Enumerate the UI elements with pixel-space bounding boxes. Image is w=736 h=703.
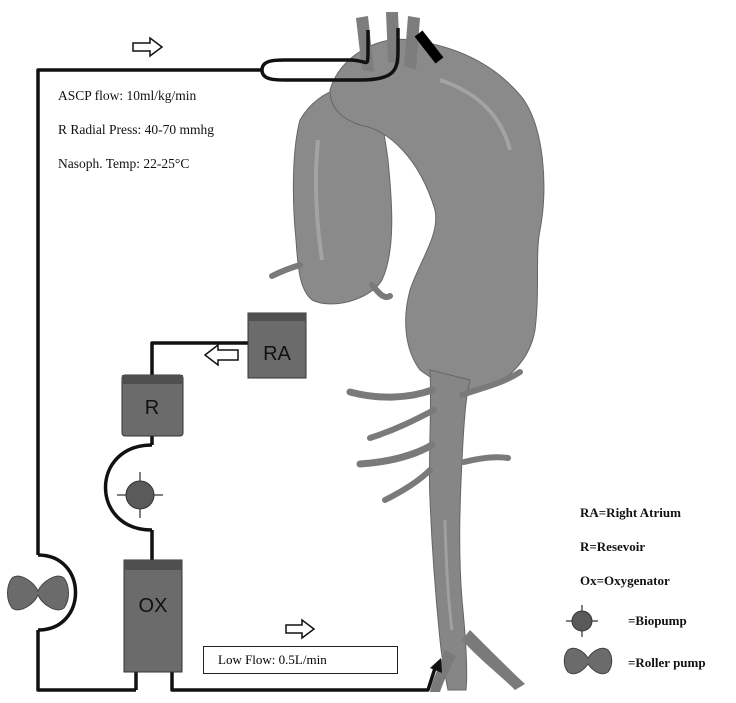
flow-arrow-ra <box>205 345 238 365</box>
ra-label: RA <box>263 343 291 365</box>
radial-press-text: R Radial Press: 40-70 mmhg <box>58 122 214 138</box>
insertion-arrowhead <box>430 658 442 673</box>
coronary-branch <box>272 265 300 276</box>
visceral-branch <box>385 470 430 500</box>
ascp-flow-text: ASCP flow: 10ml/kg/min <box>58 88 196 104</box>
low-flow-label: Low Flow: 0.5L/min <box>203 646 398 674</box>
legend-ox: Ox=Oxygenator <box>580 573 670 589</box>
visceral-branch <box>360 445 432 464</box>
iliac-branch <box>462 630 525 690</box>
legend-r: R=Resevoir <box>580 539 645 555</box>
legend-roller-pump-icon <box>564 648 612 673</box>
coronary-branch <box>372 285 390 297</box>
oxygenator-label: OX <box>139 595 168 617</box>
legend-biopump: =Biopump <box>628 613 687 629</box>
legend-roller-pump: =Roller pump <box>628 655 706 671</box>
nasoph-temp-text: Nasoph. Temp: 22-25°C <box>58 156 189 172</box>
oxygenator-box: OX <box>124 560 182 672</box>
biopump-symbol <box>117 472 163 518</box>
reservoir-label: R <box>145 397 159 419</box>
reservoir-box: R <box>122 375 183 436</box>
arterial-line <box>38 70 262 555</box>
arterial-line <box>38 630 136 690</box>
flow-arrow-top <box>133 38 162 56</box>
visceral-branch <box>370 410 434 438</box>
flow-arrow-bottom <box>286 620 314 638</box>
visceral-branch <box>464 457 508 462</box>
visceral-branch <box>350 390 432 397</box>
ra-box: RA <box>248 313 306 378</box>
legend-ra: RA=Right Atrium <box>580 505 681 521</box>
roller-pump-symbol <box>8 576 69 610</box>
legend-biopump-icon <box>566 605 598 637</box>
aorta-illustration <box>272 12 544 692</box>
